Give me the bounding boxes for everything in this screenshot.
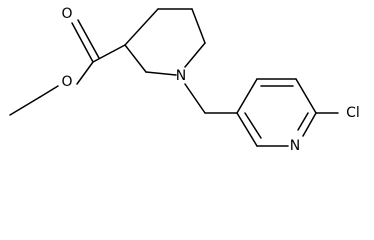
bond-ch3-ch2	[9, 96, 41, 116]
bond-c2-c3	[124, 44, 147, 73]
bond-c5-c6	[191, 8, 206, 44]
atom-ester-oxygen: O	[61, 74, 72, 90]
bond-py-c5-c6	[295, 78, 317, 114]
bond-carbonyl-c-o-double-2	[77, 19, 100, 59]
bond-carbonyl-c-o-double-1	[71, 22, 94, 63]
atom-piperidine-nitrogen: N	[176, 68, 186, 84]
bond-n1-c2	[145, 71, 177, 76]
bond-ester-o-carbonyl-c	[76, 61, 94, 85]
atom-label-layer: O O N N Cl	[61, 6, 359, 154]
atom-carbonyl-oxygen: O	[61, 6, 72, 22]
bond-py-c6-n-inner	[297, 112, 309, 131]
atom-chlorine: Cl	[346, 105, 360, 121]
bond-c6-n1	[184, 42, 206, 68]
bond-py-c2-c3-inner	[244, 112, 262, 139]
bond-ch2-ester-o	[39, 85, 59, 98]
bond-py-c3-c4	[236, 78, 258, 114]
bond-py-c2-c3	[236, 112, 258, 147]
bond-carbonyl-c-c3	[92, 44, 126, 63]
atom-pyridine-nitrogen: N	[290, 138, 300, 154]
structure-diagram: O O N N Cl	[9, 6, 360, 154]
bond-c3-c4	[124, 8, 159, 46]
bond-py-c6-n	[302, 112, 317, 137]
bond-n1-ch2	[184, 83, 206, 114]
bond-layer	[9, 8, 339, 147]
